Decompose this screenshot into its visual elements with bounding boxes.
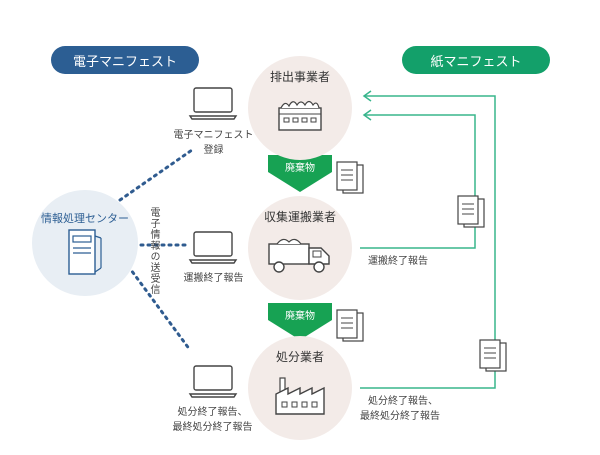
generator-label: 排出事業者 — [269, 70, 330, 84]
document-icon — [457, 195, 485, 228]
transport-report-caption: 運搬終了報告 — [166, 271, 261, 286]
laptop-icon — [188, 365, 238, 398]
register-caption-line2: 登録 — [203, 145, 224, 156]
paper-transport-report: 運搬終了報告 — [368, 256, 428, 267]
server-icon — [68, 229, 102, 275]
register-caption: 電子マニフェスト 登録 — [166, 128, 261, 158]
arrowhead-lower — [362, 109, 372, 121]
paper-disposal-report-line2: 最終処分終了報告 — [360, 411, 440, 422]
paper-line-transport — [360, 114, 476, 249]
disposal-report-caption-line1: 処分終了報告、 — [177, 407, 248, 418]
info-center-label: 情報処理センター — [41, 212, 129, 225]
collector-label: 収集運搬業者 — [263, 210, 336, 224]
paper-manifest-header: 紙マニフェスト — [402, 46, 550, 74]
laptop-icon — [188, 231, 238, 264]
paper-disposal-report: 処分終了報告、 最終処分終了報告 — [360, 394, 440, 424]
document-icon — [336, 161, 364, 194]
transmission-label: 電子情報の送受信 — [148, 207, 159, 295]
register-caption-line1: 電子マニフェスト — [173, 130, 254, 141]
document-icon — [479, 339, 507, 372]
truck-icon — [248, 234, 352, 276]
waste-label-1: 廃棄物 — [285, 163, 315, 174]
disposal-report-caption: 処分終了報告、 最終処分終了報告 — [160, 405, 265, 435]
factory-materials-icon — [248, 94, 352, 132]
document-icon — [336, 309, 364, 342]
laptop-icon — [188, 87, 238, 120]
disposal-report-caption-line2: 最終処分終了報告 — [172, 422, 253, 433]
dotted-link-register — [118, 148, 194, 202]
transport-report-caption-line1: 運搬終了報告 — [183, 273, 244, 284]
electronic-manifest-header: 電子マニフェスト — [51, 46, 199, 74]
factory-icon — [248, 374, 352, 420]
disposer-label: 処分業者 — [275, 350, 324, 364]
waste-label-2: 廃棄物 — [285, 311, 315, 322]
collector-node: 収集運搬業者 — [248, 196, 352, 300]
paper-disposal-report-line1: 処分終了報告、 — [368, 396, 438, 407]
waste-arrow-2 — [268, 303, 332, 340]
generator-node: 排出事業者 — [248, 56, 352, 160]
disposer-node: 処分業者 — [248, 336, 352, 440]
dotted-link-disposal — [118, 253, 192, 352]
arrowhead-upper — [362, 90, 372, 102]
waste-arrow-1 — [268, 155, 332, 192]
paper-line-disposal — [360, 95, 496, 389]
